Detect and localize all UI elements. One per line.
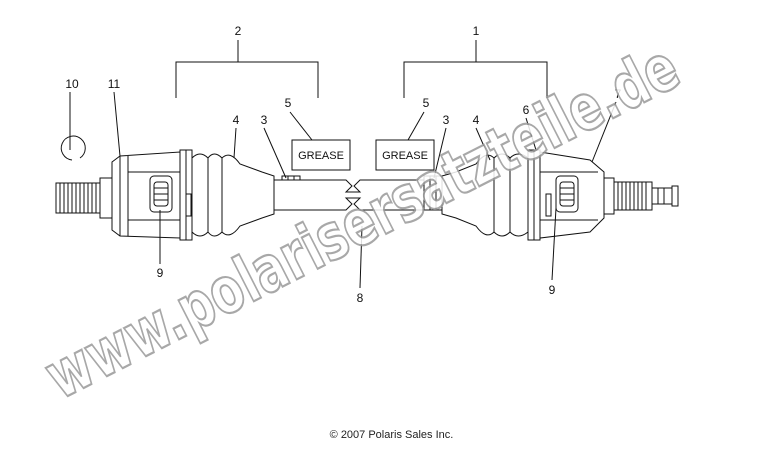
left-boot — [191, 153, 275, 237]
right-stub-shaft — [603, 177, 679, 215]
callout-3-left: 3 — [261, 113, 268, 127]
callout-9-left: 9 — [157, 266, 164, 280]
copyright-text: © 2007 Polaris Sales Inc. — [329, 429, 454, 441]
leader-lines — [69, 91, 617, 289]
grease-label-right: GREASE — [375, 139, 435, 171]
callout-2: 2 — [235, 24, 242, 38]
callout-4-left: 4 — [233, 113, 240, 127]
callout-8: 8 — [357, 291, 364, 305]
left-stub-shaft — [55, 177, 113, 219]
grease-label-left-text: GREASE — [298, 150, 344, 162]
grease-label-left: GREASE — [291, 139, 351, 171]
callout-5-left: 5 — [285, 96, 292, 110]
callout-10: 10 — [65, 77, 79, 91]
grease-label-right-text: GREASE — [382, 150, 428, 162]
callout-5-right: 5 — [423, 96, 430, 110]
bracket-assembly-2 — [175, 40, 319, 98]
callout-3-right: 3 — [443, 113, 450, 127]
left-bearing-cage — [149, 175, 192, 217]
callout-1: 1 — [473, 24, 480, 38]
bracket-assembly-1 — [403, 40, 548, 98]
callout-6: 6 — [523, 103, 530, 117]
right-bearing-cage — [555, 175, 579, 213]
callout-11: 11 — [108, 77, 121, 91]
callout-7: 7 — [615, 87, 622, 101]
callout-4-right: 4 — [473, 113, 480, 127]
callout-9-right: 9 — [549, 283, 556, 297]
circlip-part — [60, 135, 86, 161]
